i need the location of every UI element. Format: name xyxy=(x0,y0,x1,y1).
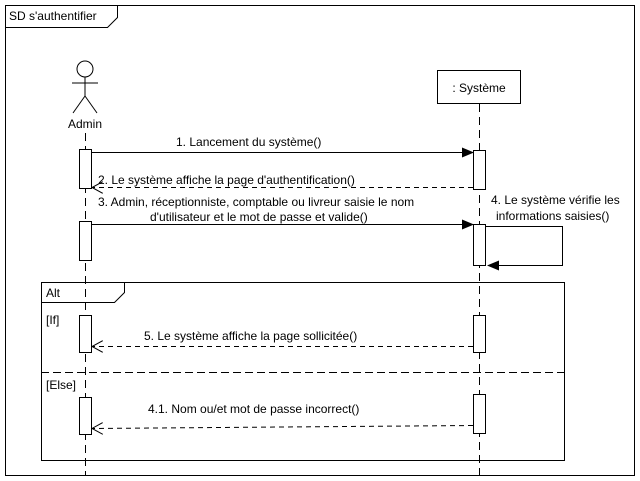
actor-head-icon xyxy=(76,60,94,78)
system-activation-4 xyxy=(473,394,486,434)
system-lifeline-box xyxy=(437,70,521,104)
system-activation-3 xyxy=(473,315,486,353)
message-5-label: 5. Le système affiche la page sollicitée… xyxy=(144,329,357,343)
admin-activation-3 xyxy=(79,315,92,353)
admin-activation-1 xyxy=(79,149,92,189)
actor-leg-left xyxy=(72,95,86,114)
message-4-1-label: 4.1. Nom ou/et mot de passe incorrect() xyxy=(148,402,359,416)
alt-operator-label: Alt xyxy=(46,286,61,300)
message-3-label-line2: d'utilisateur et le mot de passe et vali… xyxy=(150,210,368,224)
sd-frame-tab xyxy=(5,5,118,28)
admin-activation-4 xyxy=(79,397,92,435)
message-3-label-line1: 3. Admin, réceptionniste, comptable ou l… xyxy=(98,195,414,209)
alt-fragment xyxy=(41,282,565,461)
alt-guard-if: [If] xyxy=(46,313,59,327)
sd-frame-title: SD s'authentifier xyxy=(9,9,97,23)
message-1-label: 1. Lancement du système() xyxy=(176,135,321,149)
message-2-label: 2. Le système affiche la page d'authenti… xyxy=(98,173,355,187)
message-4-label-line1: 4. Le système vérifie les xyxy=(491,193,620,207)
message-4-self-arrow xyxy=(486,226,563,271)
message-4-label-line2: informations saisies() xyxy=(496,209,609,223)
alt-fragment-tab xyxy=(41,282,125,303)
actor-label: Admin xyxy=(68,117,102,131)
system-activation-1 xyxy=(473,150,486,190)
message-4-1-arrow xyxy=(92,426,474,429)
admin-activation-2 xyxy=(79,221,92,261)
system-lifeline-label: : Système xyxy=(452,81,506,95)
actor-admin: Admin xyxy=(68,60,102,131)
system-activation-2 xyxy=(473,224,486,266)
actor-leg-right xyxy=(84,95,98,114)
alt-guard-else: [Else] xyxy=(46,378,76,392)
